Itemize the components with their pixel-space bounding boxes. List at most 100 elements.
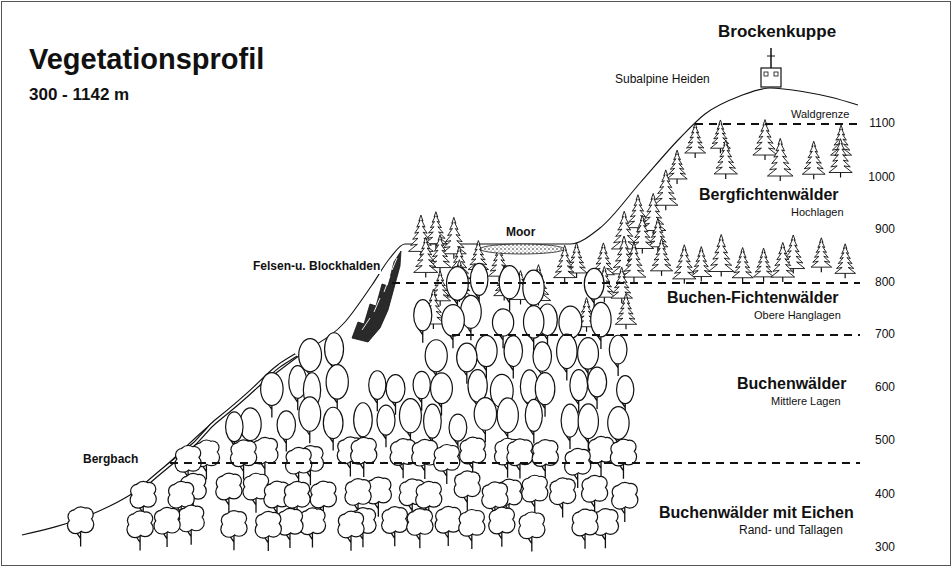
elevation-number: 600 <box>874 381 896 395</box>
oak-tree <box>350 437 377 477</box>
beech-tree <box>525 399 542 443</box>
oak-tree <box>285 447 312 487</box>
terrain-profile <box>22 88 858 535</box>
spruce-tree <box>685 123 706 158</box>
spruce-tree <box>771 242 795 282</box>
elevation-number: 1000 <box>867 171 896 185</box>
spruce-tree <box>654 170 678 210</box>
spruce-tree <box>409 215 434 256</box>
oak-tree <box>549 477 576 517</box>
oak-tree <box>381 506 408 546</box>
elevation-number: 700 <box>874 328 896 342</box>
beech-tree <box>504 336 522 379</box>
beech-tree <box>588 367 607 409</box>
spruce-tree <box>709 234 734 276</box>
spruce-tree <box>615 294 636 330</box>
oak-tree <box>532 439 559 479</box>
elevation-number: 800 <box>874 276 896 290</box>
spruce-tree <box>691 247 712 282</box>
zone-sublabel: Rand- und Tallagen <box>738 524 844 538</box>
spruce-tree <box>753 120 777 160</box>
oak-tree <box>458 509 485 549</box>
zone-dash <box>452 334 860 336</box>
feature-label: Moor <box>505 226 536 240</box>
oak-tree <box>67 506 94 546</box>
spruce-tree <box>441 217 466 258</box>
oak-tree <box>220 510 247 550</box>
oak-tree <box>215 473 242 513</box>
zone-label: Buchen-Fichtenwälder <box>666 289 840 307</box>
summit-name: Brockenkuppe <box>717 22 837 42</box>
beech-tree <box>474 398 496 443</box>
spruce-tree <box>732 248 753 283</box>
spruce-tree <box>714 140 737 179</box>
zone-label: Bergfichtenwälder <box>698 186 840 204</box>
spruce-tree <box>667 150 687 184</box>
oak-tree <box>255 511 282 551</box>
oak-tree <box>126 510 153 550</box>
tower-symbol <box>761 48 781 87</box>
spruce-tree <box>673 245 696 284</box>
elevation-number: 300 <box>874 541 896 555</box>
oak-tree <box>571 509 598 549</box>
oak-tree <box>521 475 548 515</box>
beech-tree <box>261 373 283 418</box>
oak-tree <box>406 508 433 548</box>
beech-tree <box>414 300 432 343</box>
oak-tree <box>610 439 637 479</box>
oak-tree <box>177 504 204 544</box>
beech-tree <box>561 404 579 449</box>
beech-tree <box>399 399 421 445</box>
oak-tree <box>167 481 194 521</box>
spruce-tree <box>611 267 633 303</box>
beech-tree <box>299 397 321 443</box>
spruce-tree <box>429 235 452 273</box>
spruce-tree <box>802 141 825 179</box>
treeline-dash <box>695 123 860 125</box>
feature-label: Felsen-u. Blockhalden <box>252 260 381 274</box>
spruce-tree <box>811 238 832 272</box>
spruce-tree <box>829 139 852 178</box>
oak-tree <box>153 507 180 547</box>
zone-sublabel: Mittlere Lagen <box>770 395 842 408</box>
diagram-title: Vegetationsprofil <box>28 43 265 76</box>
zone-note: Subalpine Heiden <box>614 73 711 87</box>
oak-tree <box>310 481 337 521</box>
oak-tree <box>488 507 515 547</box>
beech-tree <box>377 405 395 447</box>
beech-tree <box>326 365 348 412</box>
mountain-stream <box>132 355 296 497</box>
zone-sublabel: Obere Hanglagen <box>753 309 842 322</box>
zone-label: Buchenwälder mit Eichen <box>658 504 855 522</box>
spruce-tree <box>622 242 646 282</box>
zone-sublabel: Hochlagen <box>790 206 845 219</box>
zone-dash <box>392 282 860 284</box>
spruce-tree <box>414 237 438 277</box>
oak-tree <box>297 445 324 485</box>
moor-area <box>480 244 564 254</box>
oak-tree <box>337 510 364 550</box>
elevation-number: 500 <box>874 434 896 448</box>
beech-tree <box>497 398 518 445</box>
beech-tree <box>499 266 520 311</box>
mountain-stream-inner <box>132 355 296 497</box>
elevation-range: 300 - 1142 m <box>28 85 130 105</box>
oak-tree <box>518 511 545 551</box>
spruce-tree <box>767 138 793 181</box>
spruce-tree <box>835 244 856 279</box>
zone-label: Buchenwälder <box>736 375 847 393</box>
oak-tree <box>506 438 533 478</box>
beech-tree <box>442 305 465 349</box>
beech-tree <box>609 335 627 376</box>
elevation-number: 1100 <box>868 117 896 131</box>
oak-tree <box>435 506 462 546</box>
oak-tree <box>459 437 486 477</box>
elevation-number: 400 <box>874 488 896 502</box>
feature-label: Bergbach <box>82 453 139 467</box>
zone-dash <box>170 462 860 464</box>
oak-tree <box>454 470 481 510</box>
beech-tree <box>277 411 295 452</box>
